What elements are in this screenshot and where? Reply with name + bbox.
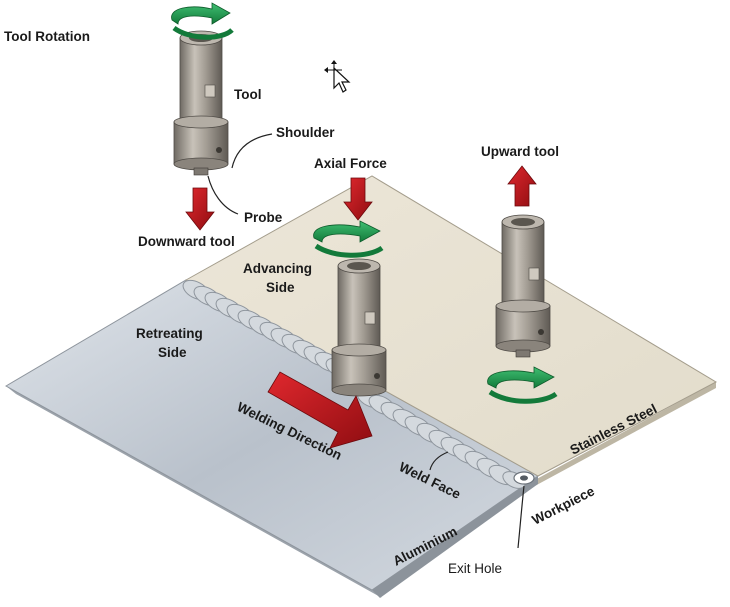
label-workpiece: Workpiece [530, 483, 598, 527]
tool-welding [331, 258, 387, 397]
cursor-icon [324, 60, 351, 93]
label-axial-force: Axial Force [314, 156, 387, 171]
label-advancing-side-2: Side [266, 280, 295, 295]
label-retreating-side: Retreating [136, 326, 203, 341]
label-shoulder: Shoulder [276, 125, 335, 140]
label-probe: Probe [244, 210, 283, 225]
label-downward-tool: Downward tool [138, 234, 235, 249]
exit-hole [513, 471, 535, 485]
rotation-arrow-icon [313, 220, 384, 258]
rotation-arrow-icon [487, 366, 558, 404]
label-upward-tool: Upward tool [481, 144, 559, 159]
label-exit-hole: Exit Hole [448, 561, 502, 576]
downward-arrow-icon [185, 187, 215, 231]
label-tool: Tool [234, 87, 262, 102]
label-advancing-side: Advancing [243, 261, 312, 276]
tool-upward [495, 214, 551, 358]
welding-direction-arrow-icon [267, 371, 373, 449]
rotation-arrow-icon [171, 2, 234, 40]
leader-lines [207, 133, 525, 549]
upward-arrow-icon [507, 165, 537, 207]
axial-force-arrow-icon [343, 177, 373, 221]
label-tool-rotation: Tool Rotation [4, 29, 90, 44]
label-retreating-side-2: Side [158, 345, 187, 360]
tool-downward [173, 30, 229, 176]
workpiece [4, 175, 718, 598]
stainless-steel-plate [184, 175, 718, 477]
